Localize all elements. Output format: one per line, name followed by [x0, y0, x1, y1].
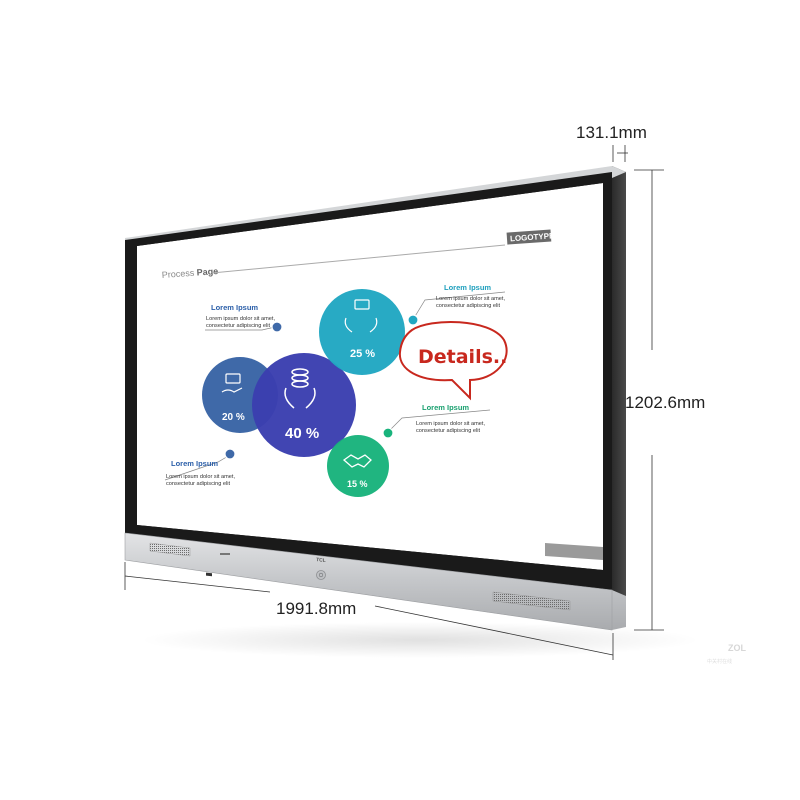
circle-teal — [319, 289, 405, 375]
list-item: Lorem Ipsum Lorem ipsum dolor sit amet, … — [166, 459, 235, 487]
width-label: 1991.8mm — [276, 599, 356, 618]
item-title: Lorem Ipsum — [211, 303, 258, 312]
screen-footer-bar — [545, 543, 603, 560]
card-hands-icon — [344, 299, 378, 333]
port-label — [220, 553, 230, 555]
watermark-logo: ZOL — [728, 643, 746, 653]
percentage-green: 15 % — [347, 479, 368, 489]
circle-purple — [252, 353, 356, 457]
list-item: Lorem Ipsum Lorem ipsum dolor sit amet, … — [416, 403, 485, 434]
coins-hands-icon — [284, 368, 316, 409]
list-item: Lorem Ipsum Lorem ipsum dolor sit amet, … — [436, 283, 505, 309]
item-title: Lorem Ipsum — [171, 459, 218, 468]
floor-shadow — [140, 622, 700, 658]
item-line: consectetur adipiscing elit — [436, 303, 500, 309]
height-label: 1202.6mm — [625, 393, 705, 412]
percentage-small-blue: 20 % — [222, 412, 245, 423]
percentage-purple: 40 % — [285, 425, 319, 442]
marker-dot — [271, 321, 283, 333]
screen-background — [137, 183, 603, 570]
item-line: consectetur adipiscing elit — [166, 481, 230, 487]
power-button[interactable] — [316, 570, 326, 580]
usb-port — [206, 572, 212, 577]
logotype-text: LOGOTYPE — [510, 231, 556, 243]
item-title: Lorem Ipsum — [422, 403, 469, 412]
percentage-teal: 25 % — [350, 348, 375, 360]
speaker-grille-left — [149, 542, 191, 557]
depth-label: 131.1mm — [576, 123, 647, 142]
power-icon — [318, 572, 324, 578]
item-line: consectetur adipiscing elit — [206, 323, 270, 329]
money-hand-icon — [221, 373, 243, 393]
speaker-grille-right — [492, 591, 571, 611]
list-item: Lorem Ipsum Lorem ipsum dolor sit amet, … — [206, 303, 275, 329]
panel-side-edge — [612, 166, 626, 628]
header-rule — [211, 244, 506, 274]
handshake-icon — [342, 454, 372, 468]
dimension-lines — [124, 145, 664, 660]
watermark-subtitle: 中关村在线 — [707, 658, 732, 665]
item-line: Lorem ipsum dolor sit amet, — [416, 421, 485, 427]
details-callout: Details.. — [398, 321, 508, 401]
item-line: Lorem ipsum dolor sit amet, — [166, 474, 235, 480]
marker-dot — [224, 448, 236, 460]
slide-title: Process Page — [161, 266, 218, 280]
marker-dot — [382, 427, 394, 439]
connector-lines — [164, 291, 506, 481]
details-text: Details.. — [418, 346, 507, 368]
screen: Process Page LOGOTYPE — [137, 183, 603, 570]
circle-green — [327, 435, 389, 497]
marker-dot — [407, 314, 419, 326]
item-line: Lorem ipsum dolor sit amet, — [436, 296, 505, 302]
brand-label: TCL — [316, 557, 326, 564]
item-line: consectetur adipiscing elit — [416, 428, 480, 434]
item-line: Lorem ipsum dolor sit amet, — [206, 316, 275, 322]
item-title: Lorem Ipsum — [444, 283, 491, 292]
speech-bubble — [398, 321, 508, 401]
logotype-badge: LOGOTYPE — [506, 229, 556, 245]
